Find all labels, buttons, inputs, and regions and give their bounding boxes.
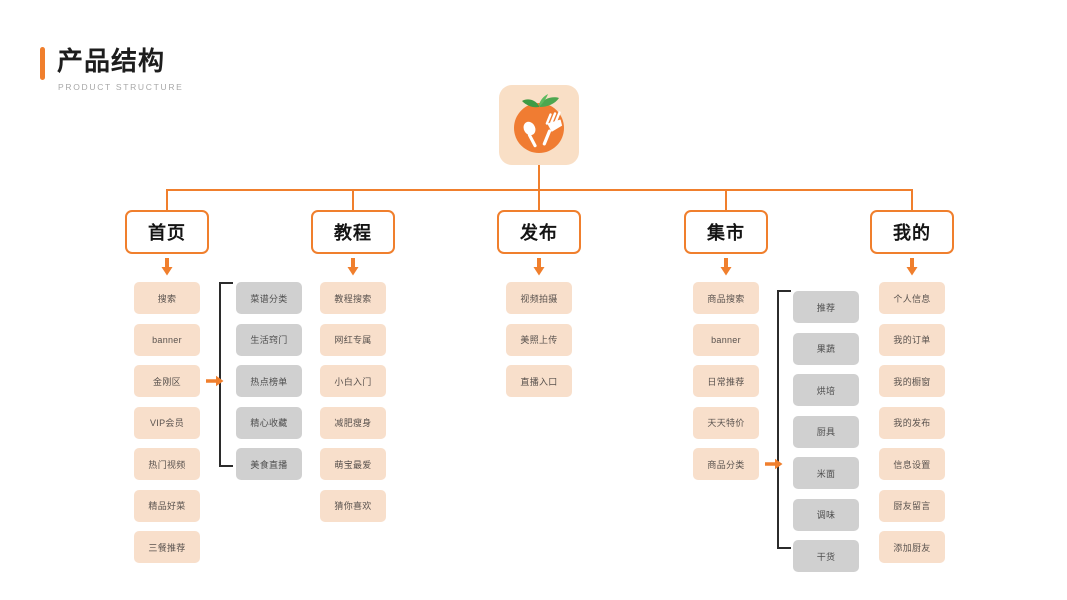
sub-chip-market-1[interactable]: 果蔬 xyxy=(793,332,859,365)
leaf-chip-tutorial-4[interactable]: 萌宝最爱 xyxy=(320,448,386,480)
leaf-chip-home-0[interactable]: 搜索 xyxy=(134,282,200,314)
sub-chip-market-2[interactable]: 烘培 xyxy=(793,374,859,406)
sub-chip-market-3[interactable]: 厨具 xyxy=(793,415,859,448)
sub-chip-home-4[interactable]: 美食直播 xyxy=(236,448,302,480)
leaf-chip-tutorial-2[interactable]: 小白入门 xyxy=(320,365,386,397)
leaf-chip-mine-4[interactable]: 信息设置 xyxy=(879,448,945,480)
level1-node-mine[interactable]: 我的 xyxy=(870,210,954,254)
leaf-chip-home-6[interactable]: 三餐推荐 xyxy=(134,531,200,563)
level1-node-tutorial[interactable]: 教程 xyxy=(311,210,395,254)
right-arrow-icon xyxy=(206,375,224,387)
app-logo-tile xyxy=(499,85,579,165)
down-arrow-icon xyxy=(533,258,545,276)
leaf-chip-market-1[interactable]: banner xyxy=(693,323,759,356)
leaf-chip-home-2[interactable]: 金刚区 xyxy=(134,365,200,397)
leaf-chip-home-3[interactable]: VIP会员 xyxy=(134,406,200,439)
leaf-chip-market-2[interactable]: 日常推荐 xyxy=(693,365,759,397)
down-arrow-icon xyxy=(347,258,359,276)
leaf-chip-mine-3[interactable]: 我的发布 xyxy=(879,406,945,439)
tomato-spoon-fork-icon xyxy=(514,94,564,153)
leaf-chip-tutorial-0[interactable]: 教程搜索 xyxy=(320,282,386,314)
leaf-chip-home-5[interactable]: 精品好菜 xyxy=(134,489,200,522)
leaf-chip-market-3[interactable]: 天天特价 xyxy=(693,406,759,439)
sub-chip-market-5[interactable]: 调味 xyxy=(793,498,859,531)
page-subtitle: PRODUCT STRUCTURE xyxy=(58,82,184,92)
leaf-chip-home-1[interactable]: banner xyxy=(134,323,200,356)
leaf-chip-mine-5[interactable]: 厨友留言 xyxy=(879,489,945,522)
sub-chip-market-4[interactable]: 米面 xyxy=(793,457,859,489)
page-title: 产品结构 xyxy=(57,46,166,76)
leaf-chip-mine-2[interactable]: 我的橱窗 xyxy=(879,365,945,397)
leaf-chip-publish-1[interactable]: 美照上传 xyxy=(506,323,572,356)
sub-chip-home-1[interactable]: 生活窍门 xyxy=(236,323,302,356)
leaf-chip-mine-1[interactable]: 我的订单 xyxy=(879,323,945,356)
down-arrow-icon xyxy=(161,258,173,276)
down-arrow-icon xyxy=(720,258,732,276)
leaf-chip-publish-2[interactable]: 直播入口 xyxy=(506,365,572,397)
leaf-chip-mine-6[interactable]: 添加厨友 xyxy=(879,531,945,563)
leaf-chip-mine-0[interactable]: 个人信息 xyxy=(879,282,945,314)
leaf-chip-tutorial-3[interactable]: 减肥瘦身 xyxy=(320,406,386,439)
down-arrow-icon xyxy=(906,258,918,276)
leaf-chip-tutorial-5[interactable]: 猜你喜欢 xyxy=(320,489,386,522)
sub-chip-home-3[interactable]: 精心收藏 xyxy=(236,406,302,439)
leaf-chip-market-0[interactable]: 商品搜索 xyxy=(693,282,759,314)
level1-node-home[interactable]: 首页 xyxy=(125,210,209,254)
sub-chip-home-0[interactable]: 菜谱分类 xyxy=(236,282,302,314)
header-accent-bar xyxy=(40,47,45,80)
sub-chip-home-2[interactable]: 热点榜单 xyxy=(236,365,302,397)
leaf-chip-home-4[interactable]: 热门视频 xyxy=(134,448,200,480)
right-arrow-icon xyxy=(765,458,783,470)
sub-chip-market-0[interactable]: 推荐 xyxy=(793,291,859,323)
sub-chip-market-6[interactable]: 干货 xyxy=(793,540,859,572)
leaf-chip-tutorial-1[interactable]: 网红专属 xyxy=(320,323,386,356)
leaf-chip-publish-0[interactable]: 视频拍摄 xyxy=(506,282,572,314)
leaf-chip-market-4[interactable]: 商品分类 xyxy=(693,448,759,480)
level1-node-market[interactable]: 集市 xyxy=(684,210,768,254)
level1-node-publish[interactable]: 发布 xyxy=(497,210,581,254)
